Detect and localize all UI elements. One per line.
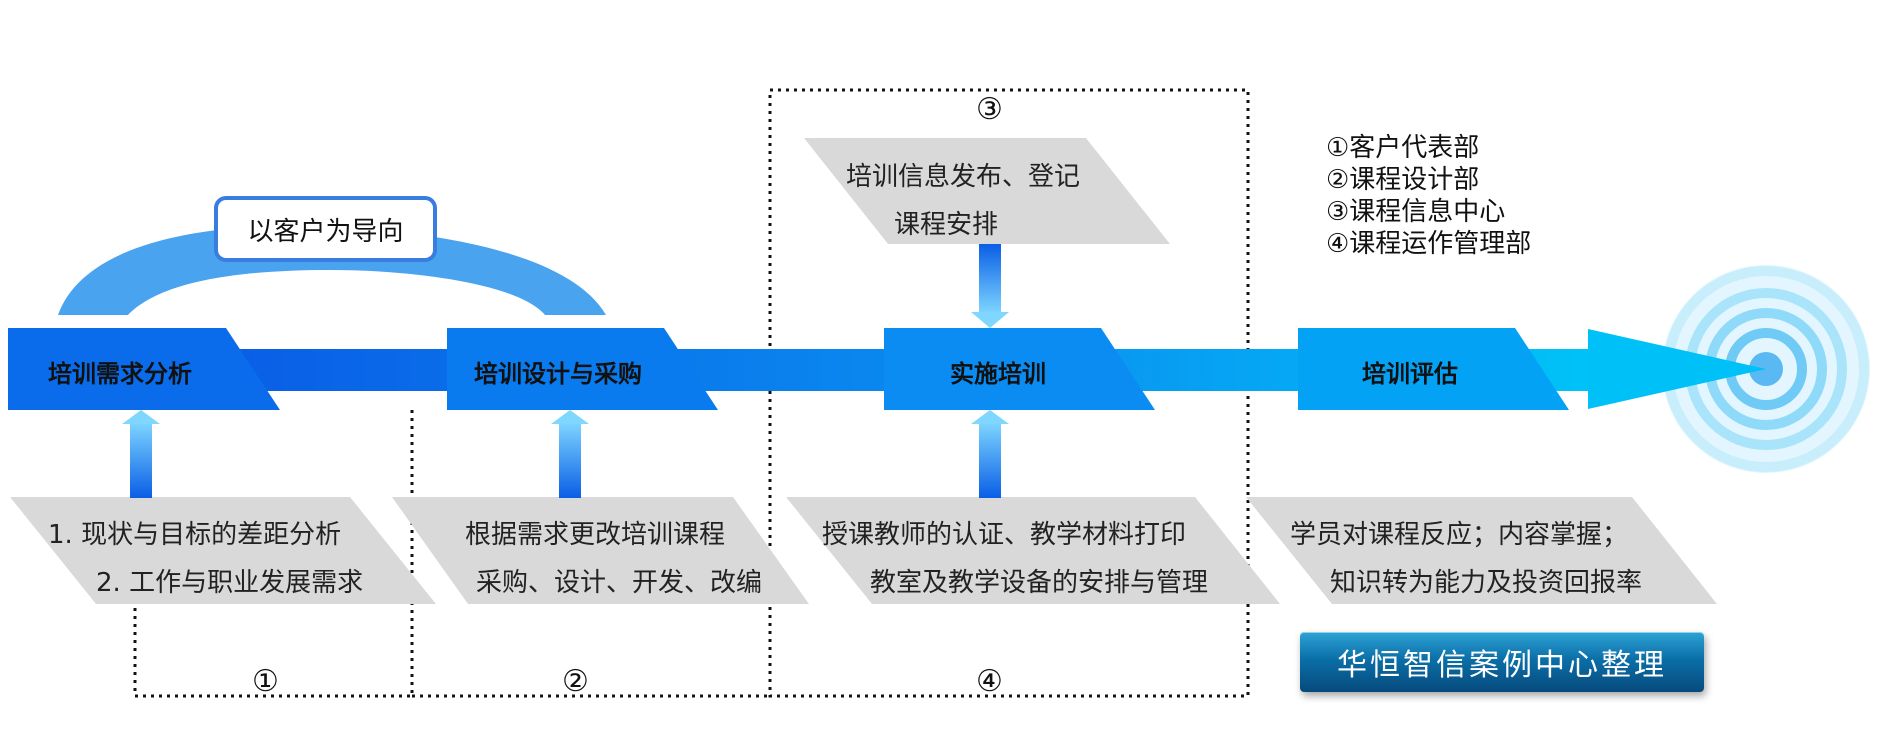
legend-item-2: ②课程设计部 xyxy=(1326,165,1480,195)
customer-orientation-arc xyxy=(58,226,606,315)
legend-item-4: ④课程运作管理部 xyxy=(1326,229,1532,259)
stage-label-4: 培训评估 xyxy=(1362,360,1458,388)
desc-panel-4 xyxy=(1246,497,1717,604)
region-3-4-border xyxy=(768,88,1250,698)
desc-panel-1 xyxy=(10,497,436,604)
stage-block-4 xyxy=(1298,328,1569,410)
top-info-line2: 课程安排 xyxy=(894,210,999,240)
stage-label-2: 培训设计与采购 xyxy=(474,360,642,388)
up-arrow-3 xyxy=(971,410,1009,498)
dotted-regions xyxy=(133,88,1250,698)
stage-1-desc-line1: 1. 现状与目标的差距分析 xyxy=(48,520,342,550)
region-number-1: ① xyxy=(252,664,279,699)
legend-item-1: ①客户代表部 xyxy=(1326,133,1480,163)
region-1-border xyxy=(133,410,414,698)
stage-2-desc-line2: 采购、设计、开发、改编 xyxy=(476,568,763,598)
region-number-4: ④ xyxy=(976,664,1003,699)
stage-block-3 xyxy=(884,328,1155,410)
legend-item-3: ③课程信息中心 xyxy=(1326,197,1506,227)
up-arrow-2 xyxy=(551,410,589,498)
stage-2-desc-line1: 根据需求更改培训课程 xyxy=(465,520,726,550)
stage-4-desc-line2: 知识转为能力及投资回报率 xyxy=(1330,568,1643,598)
stage-1-desc-line2: 2. 工作与职业发展需求 xyxy=(96,568,364,598)
top-info-line1: 培训信息发布、登记 xyxy=(846,162,1081,192)
stage-block-1 xyxy=(8,328,280,410)
customer-orientation-label: 以客户为导向 xyxy=(218,200,433,258)
desc-panel-3 xyxy=(786,497,1280,604)
stage-3-desc-line1: 授课教师的认证、教学材料打印 xyxy=(822,520,1187,550)
stage-block-2 xyxy=(447,328,718,410)
stage-label-1: 培训需求分析 xyxy=(48,360,192,388)
top-info-panel xyxy=(804,138,1170,244)
main-arrow-head xyxy=(1588,329,1766,409)
stage-label-3: 实施培训 xyxy=(950,360,1046,388)
source-badge: 华恒智信案例中心整理 xyxy=(1300,632,1704,692)
desc-panel-2 xyxy=(392,497,809,604)
stage-4-desc-line1: 学员对课程反应；内容掌握； xyxy=(1290,520,1629,550)
up-arrow-1 xyxy=(122,410,160,498)
region-number-3: ③ xyxy=(976,92,1003,127)
stage-3-desc-line2: 教室及教学设备的安排与管理 xyxy=(870,568,1209,598)
down-arrow-3 xyxy=(971,244,1009,328)
region-number-2: ② xyxy=(562,664,589,699)
